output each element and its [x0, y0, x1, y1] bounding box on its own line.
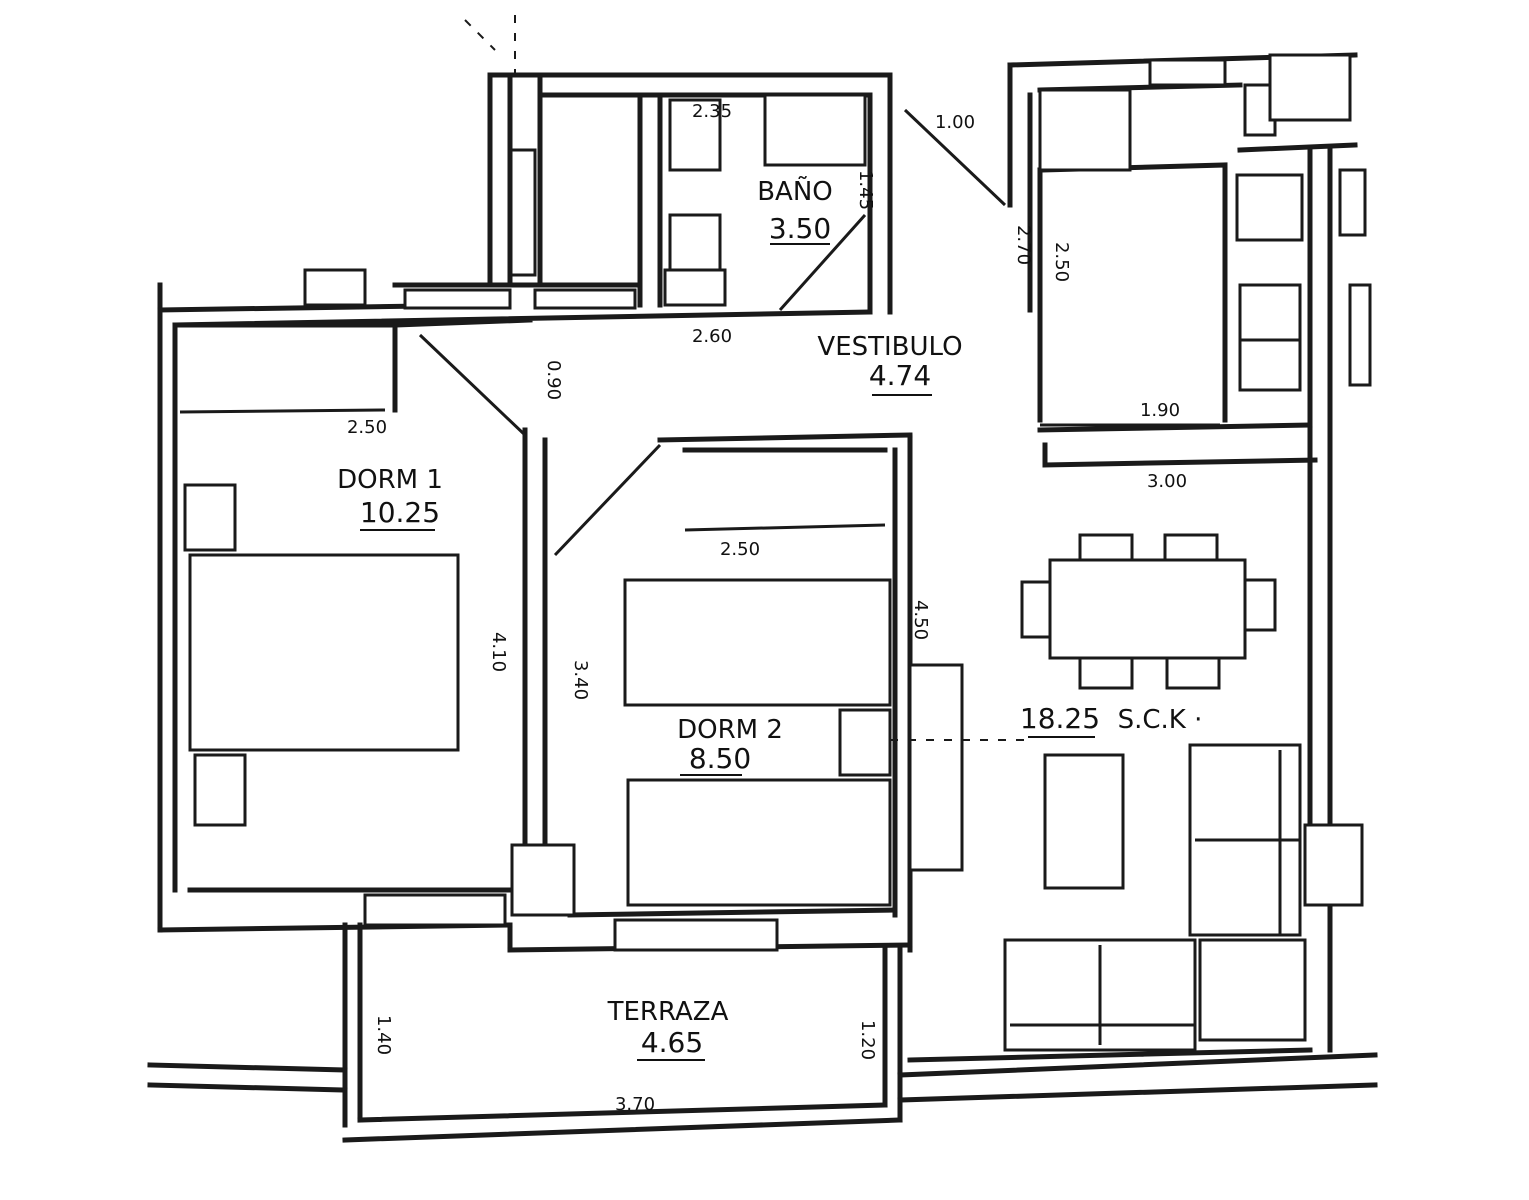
hob	[1238, 283, 1302, 392]
room-name-vestibulo: VESTIBULO	[817, 332, 962, 362]
nightstand-top	[183, 483, 237, 552]
dim-dorm1-side: 4.10	[488, 632, 509, 672]
toilet	[668, 213, 722, 277]
room-name-dorm2: DORM 2	[677, 715, 783, 745]
dim-entry: 1.00	[935, 112, 975, 133]
dim-terraza-bottom: 3.70	[615, 1094, 655, 1115]
dim-door: 0.90	[543, 360, 564, 400]
dimensions: 2.35 1.45 1.00 2.70 2.50 2.60 0.90 2.50 …	[347, 101, 1187, 1115]
room-name-dorm1: DORM 1	[337, 465, 443, 495]
chair	[1243, 578, 1277, 632]
dim-corridor: 2.60	[692, 326, 732, 347]
window-sill	[613, 918, 779, 952]
corridor-shelf	[403, 288, 512, 310]
dining-table	[1048, 558, 1247, 660]
room-labels: BAÑO 3.50 VESTIBULO 4.74 DORM 1 10.25 DO…	[337, 175, 1203, 1061]
corridor-shelf-2	[533, 288, 637, 310]
dim-bano-top: 2.35	[692, 101, 732, 122]
chair	[1078, 533, 1134, 562]
chair	[1163, 533, 1219, 562]
window-box	[303, 268, 367, 307]
room-area-dorm1: 10.25	[360, 496, 440, 529]
dim-terraza-left: 1.40	[373, 1015, 394, 1055]
coffee-table	[1043, 753, 1125, 890]
room-area-terraza: 4.65	[641, 1026, 703, 1059]
dim-dorm2-wardrobe: 2.50	[720, 539, 760, 560]
dim-dorm2-left: 3.40	[570, 660, 591, 700]
column-box	[510, 843, 576, 917]
room-area-sck: 18.25	[1020, 702, 1100, 735]
dim-kitchen-b: 2.50	[1051, 242, 1072, 282]
window-sill-2	[363, 893, 507, 927]
chair	[1165, 656, 1221, 690]
room-name-sck: S.C.K ·	[1118, 705, 1203, 735]
dim-kitchen-bottom: 1.90	[1140, 400, 1180, 421]
doors	[418, 108, 1030, 741]
armchair	[1198, 938, 1307, 1042]
door-dorm2	[553, 443, 662, 557]
room-name-terraza: TERRAZA	[607, 997, 729, 1027]
room-area-vestibulo: 4.74	[869, 359, 931, 392]
sink	[1235, 173, 1304, 242]
dim-living-top: 3.00	[1147, 471, 1187, 492]
nightstand-bottom	[193, 753, 247, 827]
dim-dorm1-wardrobe: 2.50	[347, 417, 387, 438]
door-entry	[903, 108, 1007, 207]
bed-single-bottom	[626, 778, 892, 907]
washbasin	[763, 93, 867, 167]
fridge	[1038, 88, 1132, 172]
dim-kitchen-a: 2.70	[1013, 225, 1034, 265]
bed-double	[188, 553, 460, 752]
cabinet	[1348, 283, 1372, 387]
cabinet	[1338, 168, 1367, 237]
window-box	[1148, 58, 1227, 87]
room-area-bano: 3.50	[769, 212, 831, 245]
cabinet	[1268, 53, 1352, 122]
dim-bano-side: 1.45	[855, 170, 876, 210]
dim-dorm2-right: 4.50	[910, 600, 931, 640]
bathtub-tap	[668, 98, 722, 172]
door-dorm1	[418, 333, 527, 437]
bed-single-top	[623, 578, 892, 707]
nightstand	[838, 708, 892, 777]
column	[1303, 823, 1364, 907]
door-bano	[778, 213, 867, 312]
room-name-bano: BAÑO	[757, 175, 833, 207]
chair	[1020, 580, 1052, 639]
tv-unit	[908, 663, 964, 872]
furniture	[179, 15, 1372, 1052]
chair	[1078, 656, 1134, 690]
toilet-tank	[663, 268, 727, 307]
room-area-dorm2: 8.50	[689, 742, 751, 775]
dim-terraza-right: 1.20	[857, 1020, 878, 1060]
